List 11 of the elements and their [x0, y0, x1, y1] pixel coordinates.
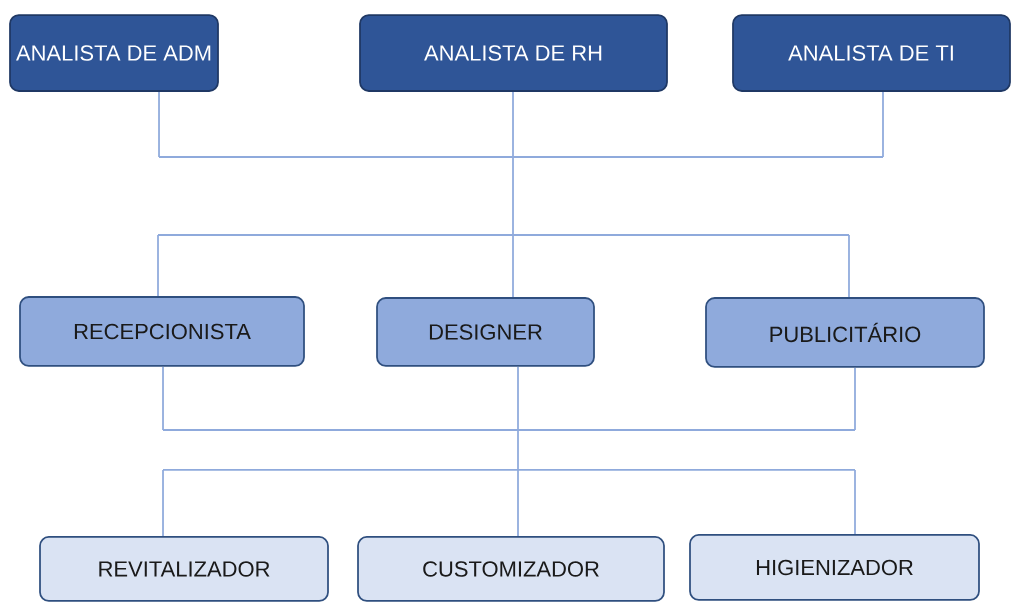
role-box: RECEPCIONISTA	[19, 296, 305, 367]
role-box: ANALISTA DE TI	[732, 14, 1011, 92]
role-box: ANALISTA DE ADM	[9, 14, 219, 92]
role-box: HIGIENIZADOR	[689, 534, 980, 601]
role-box: REVITALIZADOR	[39, 536, 329, 602]
connector-line	[157, 91, 884, 298]
role-box: PUBLICITÁRIO	[705, 297, 985, 368]
role-box: CUSTOMIZADOR	[357, 536, 665, 602]
connector-line	[162, 366, 856, 537]
role-box: ANALISTA DE RH	[359, 14, 668, 92]
role-box: DESIGNER	[376, 297, 595, 367]
